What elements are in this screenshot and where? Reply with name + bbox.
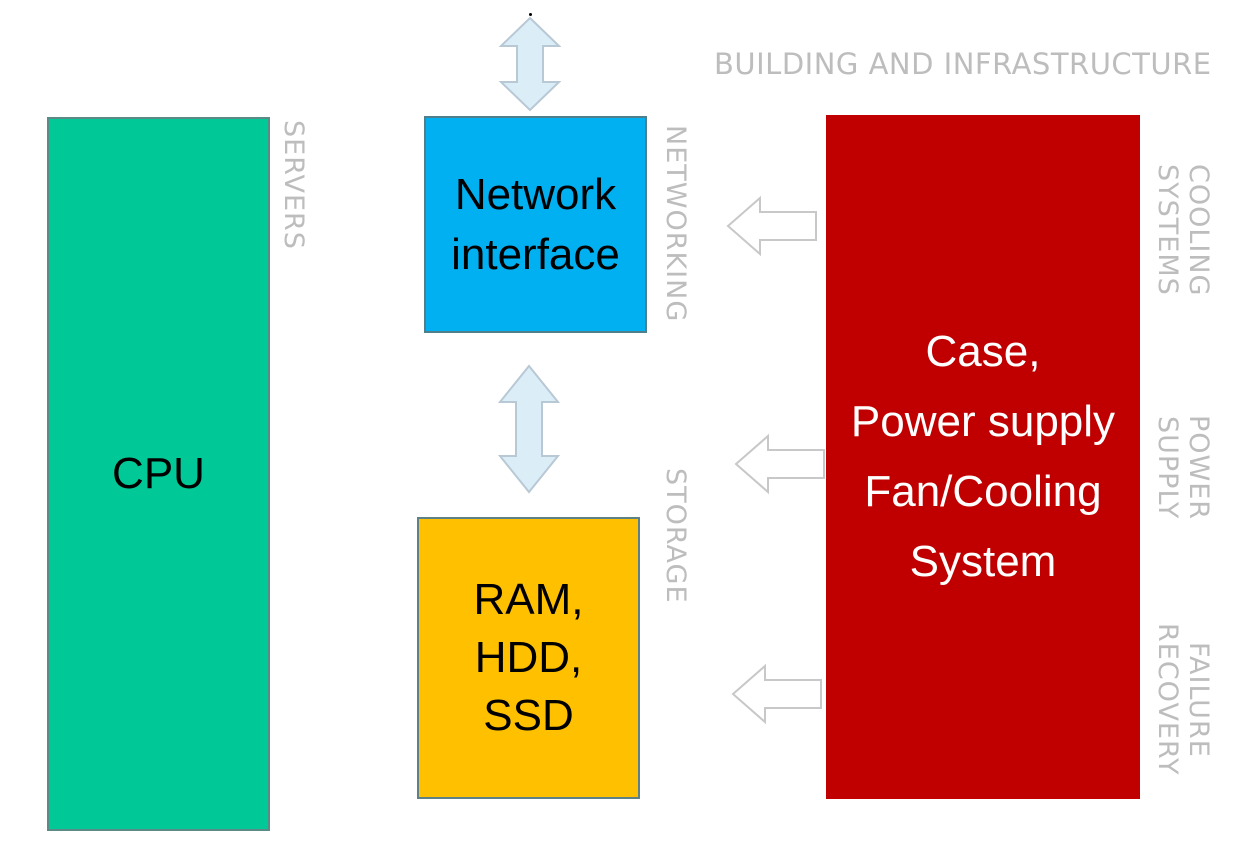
top-dot <box>529 13 532 16</box>
case-line-2: Power supply <box>850 397 1116 446</box>
power-supply-label: POWER SUPPLY <box>1152 414 1214 521</box>
double-arrow-top <box>498 16 562 112</box>
cpu-label: CPU <box>112 449 205 498</box>
cooling-systems-label: COOLING SYSTEMS <box>1152 163 1214 297</box>
failure-recovery-label: FAILURE RECOVERY <box>1152 623 1214 776</box>
case-line-3: Fan/Cooling <box>864 467 1102 516</box>
arrow-to-storage-lower <box>731 663 822 725</box>
servers-label: SERVERS <box>278 120 309 250</box>
arrow-to-storage-upper <box>734 433 825 495</box>
double-arrow-middle <box>497 364 561 494</box>
arrow-to-network <box>726 195 817 257</box>
network-line-2: interface <box>451 229 620 279</box>
storage-line-3: SSD <box>483 691 574 740</box>
storage-line-1: RAM, <box>473 575 584 624</box>
case-power-box: Case, Power supply Fan/Cooling System <box>826 115 1140 799</box>
storage-line-2: HDD, <box>474 633 583 682</box>
case-line-4: System <box>909 537 1057 586</box>
case-line-1: Case, <box>925 327 1041 376</box>
cpu-box: CPU <box>47 117 270 831</box>
networking-label: NETWORKING <box>660 125 691 323</box>
storage-box: RAM, HDD, SSD <box>417 517 640 799</box>
network-interface-box: Network interface <box>424 116 647 333</box>
building-infrastructure-label: BUILDING AND INFRASTRUCTURE <box>714 47 1212 81</box>
storage-label: STORAGE <box>660 468 691 604</box>
network-line-1: Network <box>454 169 617 219</box>
